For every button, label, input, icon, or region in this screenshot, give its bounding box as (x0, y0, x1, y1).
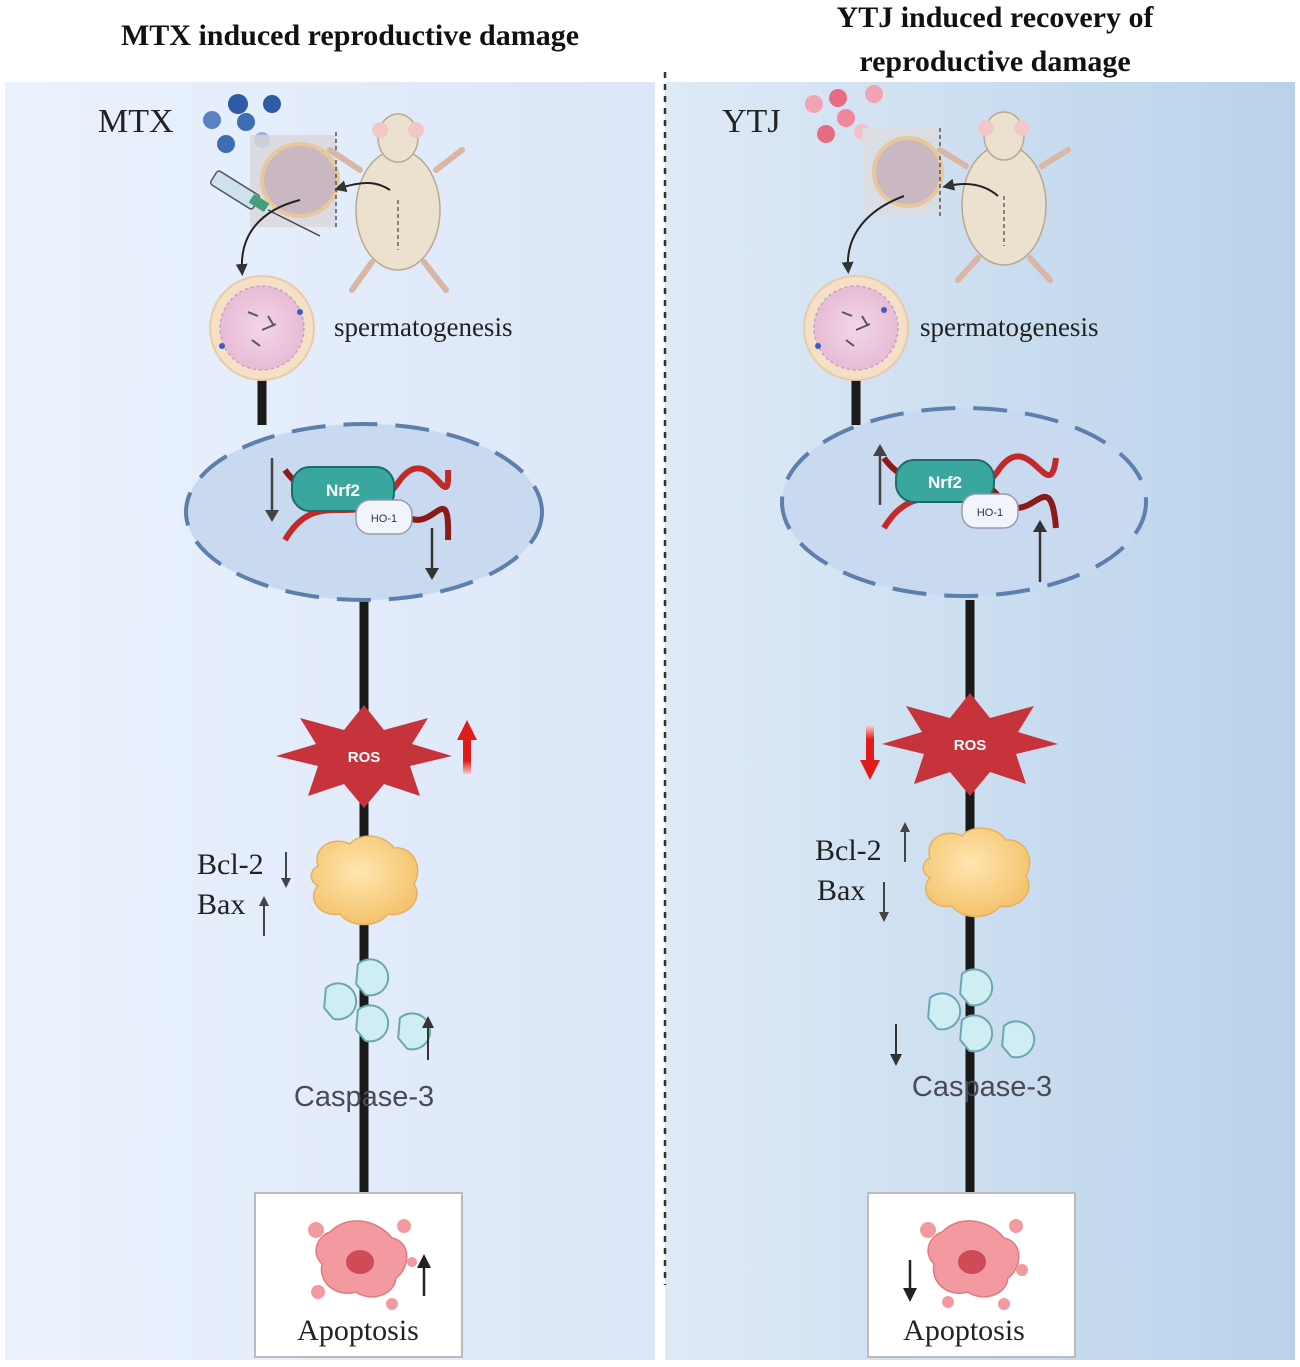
right-nucleus (780, 406, 1148, 598)
right-panel: YTJ (722, 85, 1148, 1358)
right-apoptosis-down-arrow (903, 1260, 917, 1302)
right-ho1-label: HO-1 (977, 507, 1003, 519)
left-nucleus (184, 422, 544, 602)
right-apoptosis-label: Apoptosis (903, 1314, 1025, 1347)
right-testis-icon (862, 128, 944, 218)
right-caspase3-icon (927, 968, 1036, 1059)
left-curved-arrow-testis-cell (235, 199, 301, 276)
right-bcl2-label: Bcl-2 (815, 834, 882, 867)
left-ros-icon (276, 705, 452, 808)
left-apoptosis-up-arrow (417, 1254, 431, 1296)
left-ho1-label: HO-1 (371, 513, 397, 525)
testis-icon (250, 132, 340, 230)
right-curved-arrow-testis-cell (841, 195, 905, 274)
syringe-icon (209, 170, 321, 237)
right-ros-label: ROS (954, 737, 987, 754)
right-ros-icon (882, 693, 1058, 796)
left-panel-background (5, 82, 655, 1360)
right-panel-title-line2: reproductive damage (859, 45, 1131, 78)
right-caspase3-down-arrow (890, 1024, 902, 1066)
left-mitochondria-icon (310, 835, 419, 926)
right-rat-icon (937, 111, 1071, 283)
right-panel-title-line1: YTJ induced recovery of (836, 1, 1154, 34)
right-ho1-up-arrow (1033, 520, 1047, 582)
right-apoptotic-cell-icon (920, 1219, 1028, 1310)
left-panel: MTX (98, 94, 544, 1358)
right-bax-label: Bax (817, 874, 865, 907)
right-bax-down-arrow (879, 882, 889, 922)
left-process-label: spermatogenesis (334, 312, 512, 342)
left-ho1-down-arrow (425, 528, 439, 580)
right-drug-label: YTJ (722, 103, 781, 140)
left-caspase3-icon (323, 958, 432, 1051)
left-nrf2-down-arrow (265, 458, 279, 522)
right-curved-arrow-rat-testis (942, 178, 999, 197)
right-nrf2-up-arrow (873, 444, 887, 505)
left-ros-label: ROS (348, 749, 381, 766)
right-ros-down-arrow (860, 726, 880, 780)
right-caspase3-label: Caspase-3 (912, 1071, 1052, 1103)
left-bax-up-arrow (259, 896, 269, 936)
left-apoptosis-label: Apoptosis (297, 1314, 419, 1347)
right-spermatocyte-icon (803, 275, 909, 381)
left-bax-label: Bax (197, 888, 245, 921)
left-drug-label: MTX (98, 103, 174, 140)
left-ros-up-arrow (457, 720, 477, 774)
right-bcl2-up-arrow (900, 822, 910, 862)
left-curved-arrow-rat-testis (334, 180, 391, 193)
right-process-label: spermatogenesis (920, 312, 1098, 342)
left-bcl2-down-arrow (281, 852, 291, 888)
left-bcl2-label: Bcl-2 (197, 848, 264, 881)
left-panel-title: MTX induced reproductive damage (120, 19, 580, 52)
left-caspase3-label: Caspase-3 (294, 1081, 434, 1113)
left-nrf2-label: Nrf2 (326, 481, 360, 500)
left-spermatocyte-icon (209, 275, 315, 381)
right-nrf2-label: Nrf2 (928, 473, 962, 492)
rat-icon (327, 113, 465, 293)
left-apoptotic-cell-icon (308, 1219, 417, 1310)
left-caspase3-up-arrow (422, 1016, 434, 1060)
right-mitochondria-icon (922, 827, 1031, 918)
